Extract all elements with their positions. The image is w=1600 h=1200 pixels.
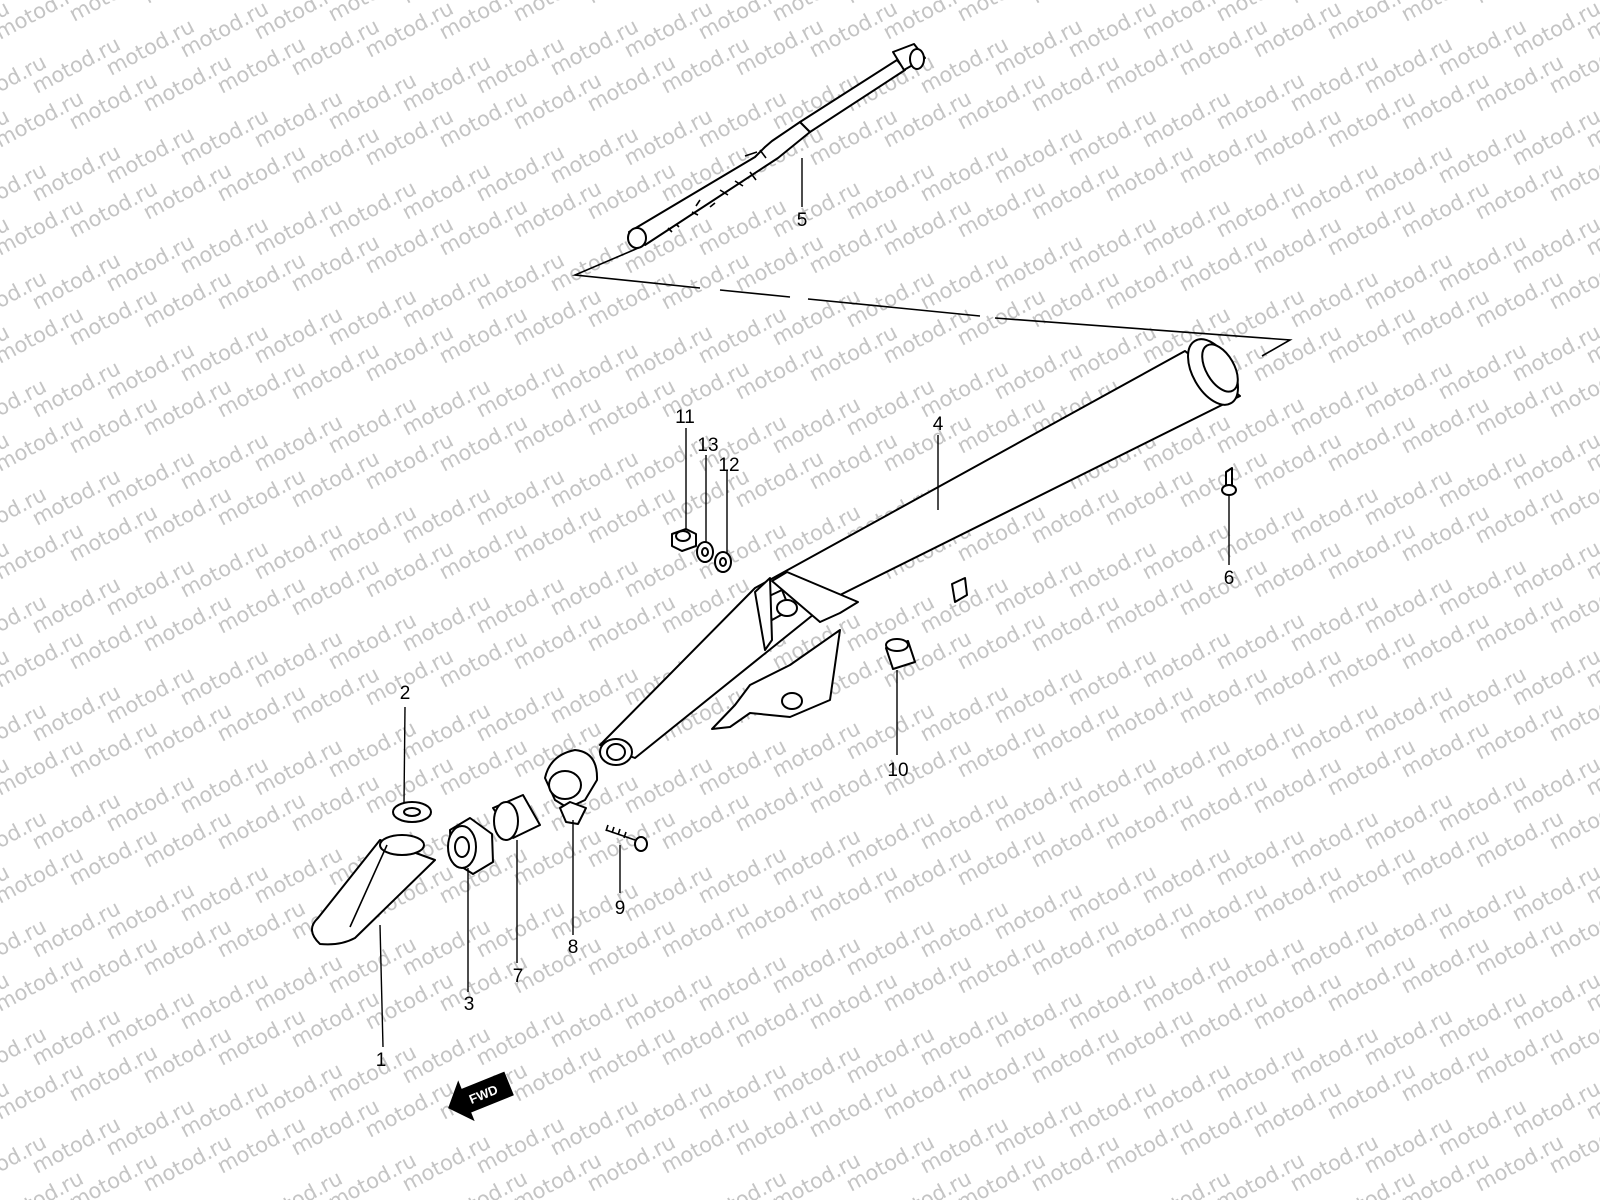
callout-7: 7	[513, 966, 524, 987]
callout-9: 9	[615, 898, 626, 919]
cover-part-1	[311, 834, 436, 946]
callout-11: 11	[675, 407, 695, 428]
callout-1: 1	[376, 1050, 387, 1071]
steering-column	[599, 338, 1241, 766]
callout-6: 6	[1224, 568, 1235, 589]
callout-2: 2	[400, 683, 411, 704]
callout-12: 12	[718, 455, 739, 476]
callout-4: 4	[933, 414, 944, 435]
fwd-arrow-icon: FWD	[448, 1071, 514, 1122]
sleeve-part-7	[492, 794, 541, 841]
callout-8: 8	[568, 937, 579, 958]
washer-part-12	[714, 551, 732, 573]
clamp-part-8	[544, 749, 599, 825]
watermark-text: motod.ru	[583, 0, 679, 8]
watermark-text: motod.ru	[1027, 0, 1123, 8]
nut-part-11	[671, 528, 697, 552]
watermark-text: motod.ru	[1471, 0, 1567, 8]
callout-13: 13	[697, 435, 718, 456]
callout-10: 10	[887, 760, 908, 781]
bushing-part-10	[885, 638, 916, 670]
nut-part-3	[447, 817, 494, 875]
washer-part-13	[696, 541, 714, 563]
washer-part-2	[392, 801, 432, 823]
steering-shaft	[627, 43, 926, 249]
assembly-link-line	[571, 245, 1293, 357]
bolt-part-9	[605, 824, 648, 852]
watermark-text: motod.ru	[139, 0, 235, 8]
watermark-text: motod.ru	[1582, 1166, 1600, 1200]
callout-3: 3	[464, 994, 475, 1015]
leader-lines	[379, 158, 1230, 1048]
callout-5: 5	[797, 210, 808, 231]
screw-part-6	[1221, 467, 1237, 496]
